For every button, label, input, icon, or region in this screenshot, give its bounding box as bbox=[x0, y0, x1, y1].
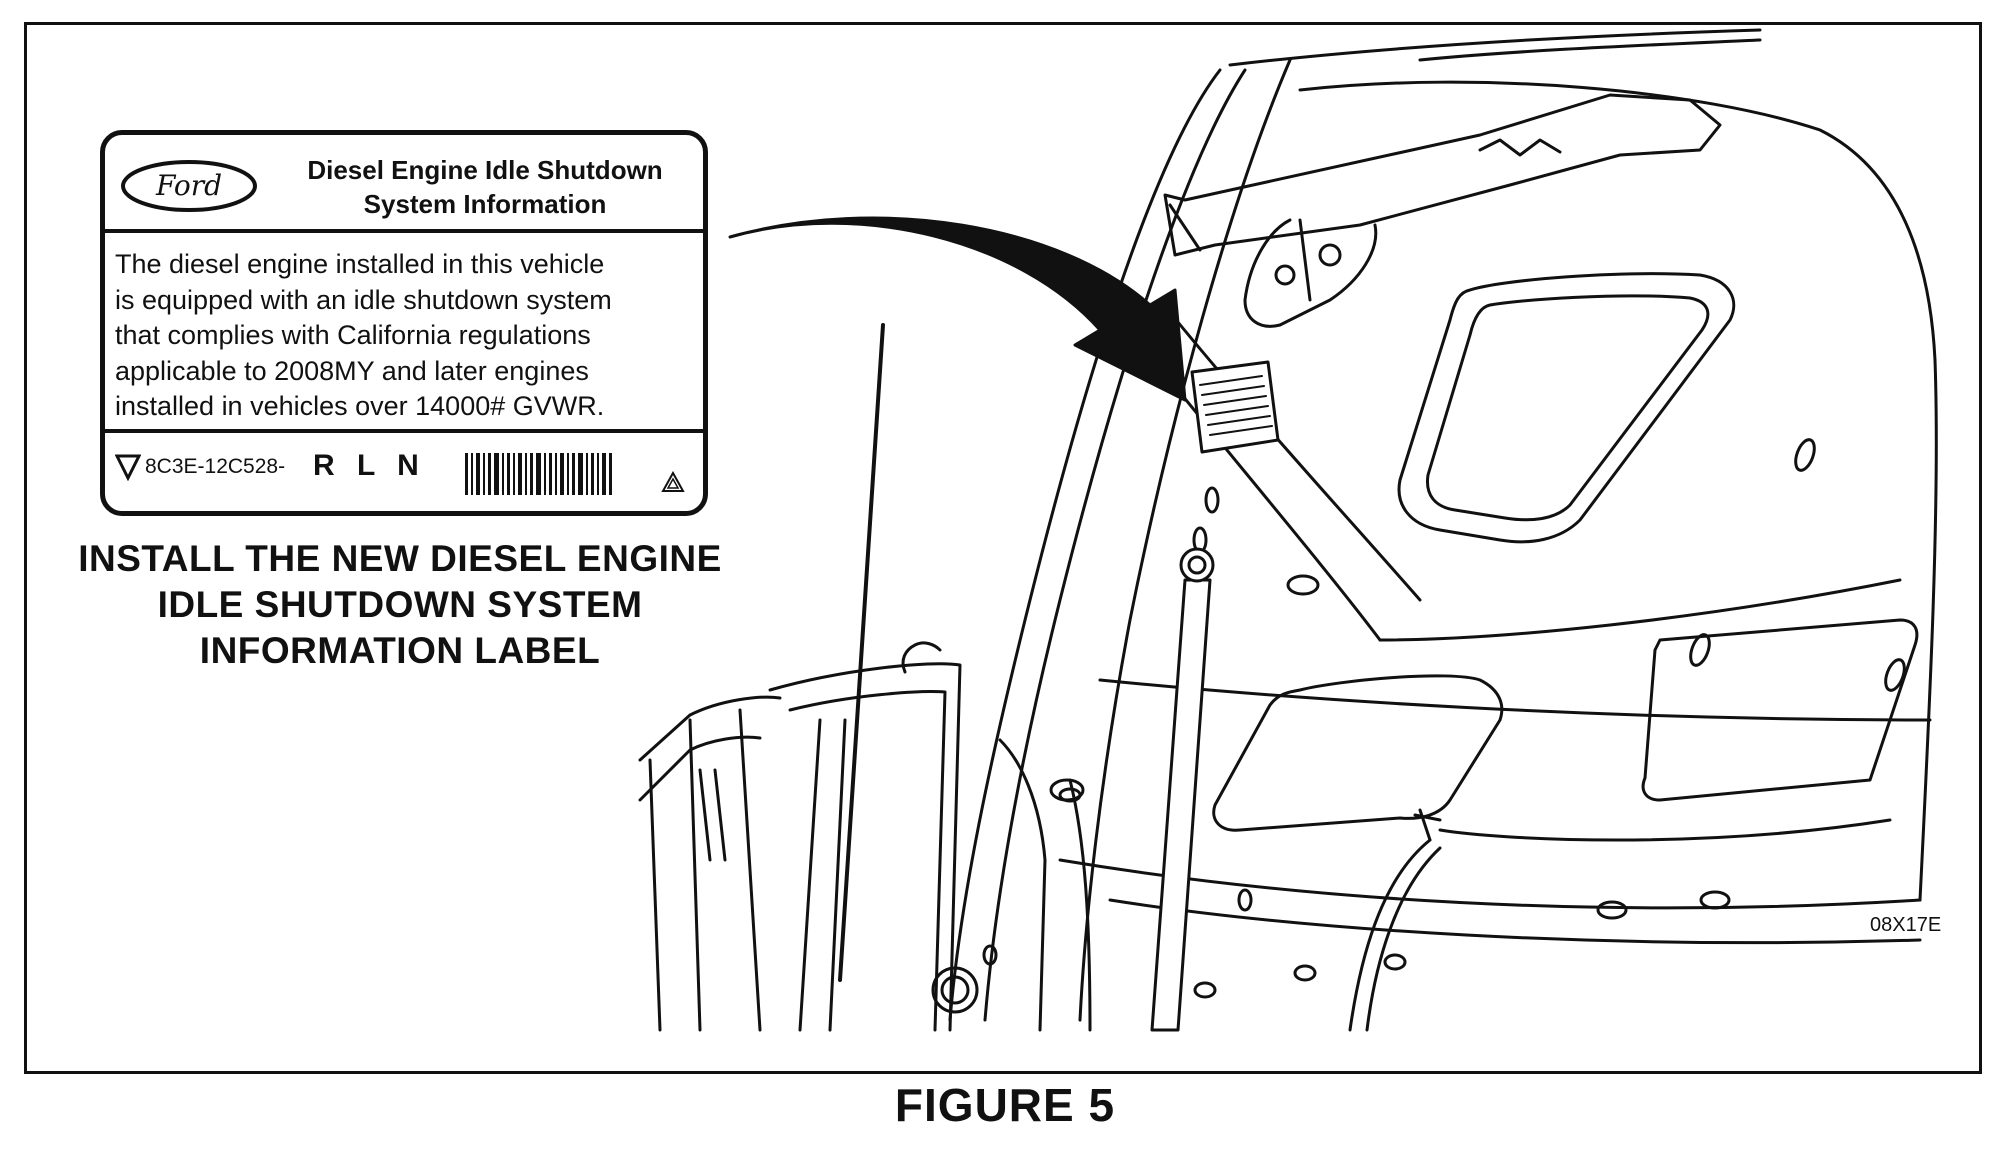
label-title-line1: Diesel Engine Idle Shutdown bbox=[307, 155, 663, 185]
figure-frame bbox=[24, 22, 1982, 1074]
caption-line2: IDLE SHUTDOWN SYSTEM bbox=[157, 584, 643, 625]
label-body-line: The diesel engine installed in this vehi… bbox=[115, 249, 605, 279]
label-title-line2: System Information bbox=[363, 189, 607, 219]
label-body: The diesel engine installed in this vehi… bbox=[105, 233, 703, 433]
caption-line1: INSTALL THE NEW DIESEL ENGINE bbox=[78, 538, 722, 579]
label-header: Ford Diesel Engine Idle Shutdown System … bbox=[105, 135, 703, 233]
barcode-icon bbox=[465, 453, 612, 495]
triangle-marker-icon bbox=[115, 454, 141, 481]
label-title: Diesel Engine Idle Shutdown System Infor… bbox=[275, 153, 695, 221]
ford-logo-icon: Ford bbox=[121, 160, 257, 212]
label-body-line: installed in vehicles over 14000# GVWR. bbox=[115, 391, 605, 421]
diesel-idle-shutdown-label: Ford Diesel Engine Idle Shutdown System … bbox=[100, 130, 708, 516]
reference-code: 08X17E bbox=[1870, 914, 1942, 936]
label-body-line: applicable to 2008MY and later engines bbox=[115, 355, 589, 386]
part-number: 8C3E-12C528- bbox=[145, 455, 286, 478]
install-instruction-caption: INSTALL THE NEW DIESEL ENGINE IDLE SHUTD… bbox=[50, 536, 750, 674]
warning-triangle-icon bbox=[661, 471, 685, 492]
label-body-line: that complies with California regulation… bbox=[115, 320, 591, 350]
ford-logo-text: Ford bbox=[155, 169, 222, 202]
curved-arrow-icon bbox=[728, 216, 1187, 402]
figure-title: FIGURE 5 bbox=[894, 1079, 1116, 1131]
label-body-line: is equipped with an idle shutdown system bbox=[115, 284, 612, 315]
part-suffix: R L N bbox=[313, 449, 426, 482]
label-footer: 8C3E-12C528- R L N bbox=[105, 433, 703, 511]
caption-line3: INFORMATION LABEL bbox=[199, 630, 601, 671]
